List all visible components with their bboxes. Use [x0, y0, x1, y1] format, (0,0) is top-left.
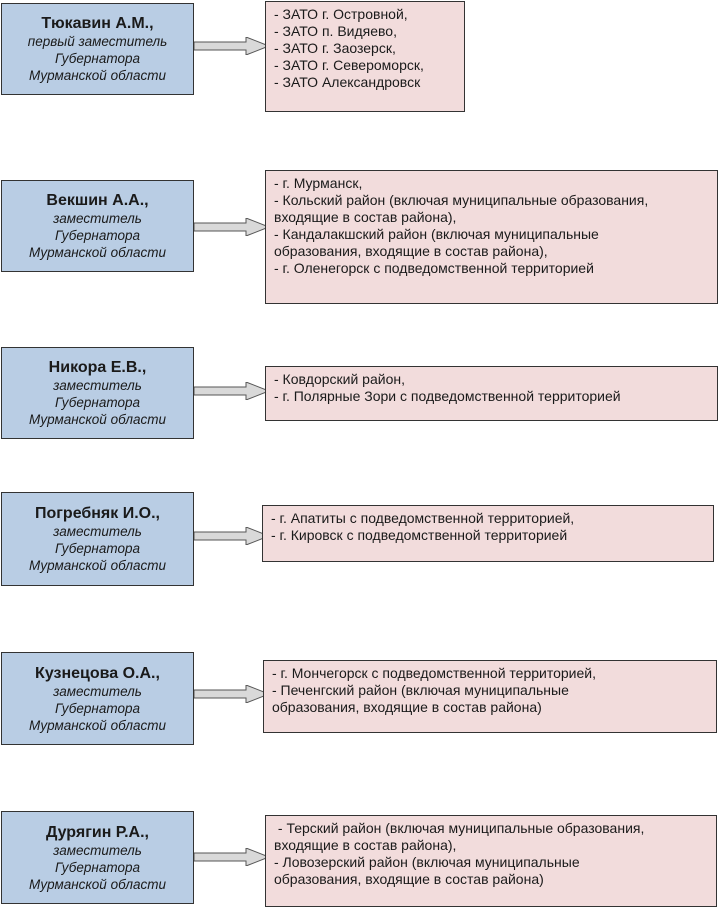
person-role-line: заместитель: [53, 842, 142, 858]
arrow-connector-icon: [194, 685, 269, 703]
person-box-kuznetsova: Кузнецова О.А., заместитель Губернатора …: [1, 652, 194, 745]
person-role-line: Мурманской области: [28, 68, 167, 83]
person-role-line: Губернатора: [55, 395, 140, 410]
person-role-line: Губернатора: [55, 541, 140, 556]
person-box-tyukavin: Тюкавин А.М., первый заместитель Губерна…: [1, 3, 194, 95]
territory-line: образования, входящие в состав района): [272, 699, 542, 715]
territory-line: входящие в состав района),: [274, 209, 457, 225]
person-role-line: Мурманской области: [28, 245, 167, 260]
arrow-connector-icon: [194, 848, 269, 866]
territory-line: - Кандалакшский район (включая муниципал…: [274, 226, 599, 242]
territory-box-pogrebnyak: - г. Апатиты с подведомственной территор…: [262, 505, 714, 562]
person-role-line: Мурманской области: [28, 876, 167, 892]
territory-line: - ЗАТО п. Видяево,: [274, 23, 397, 39]
territory-line: - Кольский район (включая муниципальные …: [274, 192, 649, 208]
territory-line: - Ловозерский район (включая муниципальн…: [274, 854, 580, 870]
person-name: Никора Е.В.,: [48, 359, 147, 376]
person-name: Погребняк И.О.,: [34, 505, 160, 522]
territory-box-duryagin: - Терский район (включая муниципальные о…: [265, 815, 717, 907]
person-box-nikora: Никора Е.В., заместитель Губернатора Мур…: [1, 347, 194, 439]
territory-line: - ЗАТО Александровск: [274, 74, 421, 90]
person-role-line: заместитель: [53, 683, 142, 699]
person-role-line: заместитель: [53, 211, 142, 226]
person-name: Векшин А.А.,: [46, 192, 149, 209]
territory-line: - г. Мурманск,: [274, 175, 363, 191]
territory-line: - г. Апатиты с подведомственной территор…: [271, 510, 575, 526]
territory-box-nikora: - Ковдорский район, - г. Полярные Зори с…: [265, 366, 718, 421]
arrow-connector-icon: [194, 382, 269, 400]
territory-box-kuznetsova: - г. Мончегорск с подведомственной терри…: [263, 660, 717, 733]
person-name: Тюкавин А.М.,: [41, 15, 154, 32]
territory-box-vekshin: - г. Мурманск, - Кольский район (включая…: [265, 170, 718, 304]
territory-box-tyukavin: - ЗАТО г. Островной, - ЗАТО п. Видяево, …: [265, 1, 465, 112]
arrow-connector-icon: [194, 37, 269, 55]
territory-line: - ЗАТО г. Островной,: [274, 6, 408, 22]
person-role-line: Мурманской области: [28, 717, 167, 733]
person-role-line: Мурманской области: [28, 558, 167, 573]
arrow-connector-icon: [194, 527, 269, 545]
person-role-line: первый заместитель: [27, 34, 168, 49]
territory-line: - ЗАТО г. Североморск,: [274, 57, 424, 73]
person-box-duryagin: Дурягин Р.А., заместитель Губернатора Му…: [1, 811, 194, 904]
territory-line: входящие в состав района),: [274, 837, 457, 853]
person-name: Кузнецова О.А.,: [35, 664, 160, 682]
territory-line: - Ковдорский район,: [274, 371, 405, 387]
territory-line: образования, входящие в состав района): [274, 871, 544, 887]
territory-line: - Терский район (включая муниципальные о…: [274, 820, 645, 836]
person-role-line: Мурманской области: [28, 412, 167, 427]
territory-line: - Печенгский район (включая муниципальны…: [272, 682, 569, 698]
person-role-line: Губернатора: [55, 859, 140, 875]
person-box-pogrebnyak: Погребняк И.О., заместитель Губернатора …: [1, 492, 194, 586]
person-role-line: заместитель: [53, 378, 142, 393]
territory-line: - г. Полярные Зори с подведомственной те…: [274, 388, 621, 404]
person-name: Дурягин Р.А.,: [46, 823, 149, 841]
person-role-line: Губернатора: [55, 51, 140, 66]
arrow-connector-icon: [194, 218, 269, 236]
person-box-vekshin: Векшин А.А., заместитель Губернатора Мур…: [1, 180, 194, 272]
territory-line: образования, входящие в состав района),: [274, 243, 548, 259]
territory-line: - г. Оленегорск с подведомственной терри…: [274, 260, 594, 276]
person-role-line: Губернатора: [55, 228, 140, 243]
territory-line: - г. Кировск с подведомственной территор…: [271, 527, 568, 543]
territory-line: - ЗАТО г. Заозерск,: [274, 40, 396, 56]
person-role-line: заместитель: [53, 524, 142, 539]
person-role-line: Губернатора: [55, 700, 140, 716]
territory-line: - г. Мончегорск с подведомственной терри…: [272, 665, 597, 681]
